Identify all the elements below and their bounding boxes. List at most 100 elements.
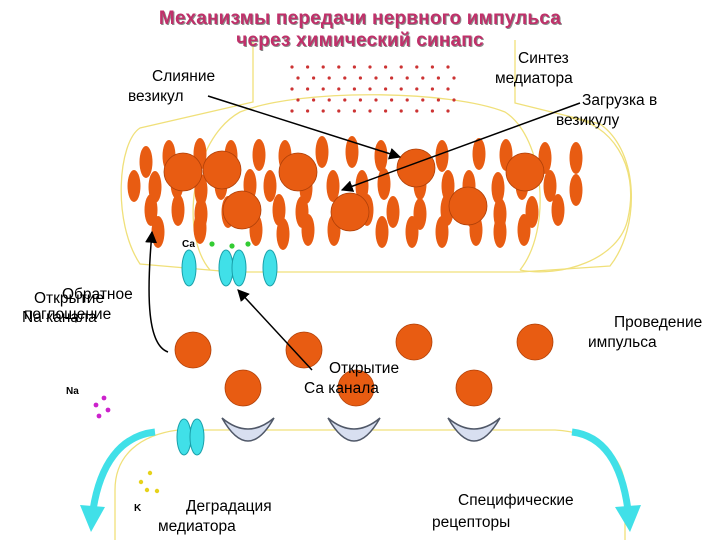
vesicle-icon: [272, 194, 286, 226]
mediator-dot: [421, 76, 425, 80]
vesicle-icon: [435, 216, 449, 248]
mediator-dot: [312, 76, 316, 80]
vesicle-icon: [171, 194, 185, 226]
na-ion-dot: [101, 395, 107, 401]
label-receptors-2: рецепторы: [432, 514, 511, 531]
fusion-arrow: [207, 95, 402, 160]
mediator-dot: [368, 109, 372, 113]
label-reuptake-2: поглощение: [24, 306, 112, 323]
mediator-dots: [290, 65, 456, 113]
na-ion-dot: [96, 413, 102, 419]
vesicle-icon: [330, 192, 370, 232]
mediator-dot: [296, 98, 300, 102]
mediator-dot: [384, 109, 388, 113]
vesicle-icon: [569, 174, 583, 206]
label-degradation-2: медиатора: [158, 518, 236, 535]
k-ion-dot: [147, 470, 153, 476]
vesicle-icon: [551, 194, 565, 226]
vesicle-icon: [455, 369, 493, 407]
mediator-dot: [290, 65, 294, 69]
label-vesicle-fusion-2: везикул: [128, 88, 184, 105]
mediator-dot: [352, 87, 356, 91]
mediator-dot: [321, 109, 325, 113]
mediator-dot: [337, 65, 341, 69]
label-mediator-synthesis-2: медиатора: [495, 70, 573, 87]
left-arrowhead: [80, 505, 105, 532]
vesicle-icon: [448, 186, 488, 226]
mediator-dot: [390, 98, 394, 102]
mediator-dot: [405, 76, 409, 80]
ca-channels: [181, 249, 278, 287]
right-arrowhead: [615, 505, 641, 532]
mediator-dot: [399, 87, 403, 91]
receptor-icon: [327, 417, 381, 442]
reuptake-arrow: [145, 230, 169, 353]
pointer-arrows: [145, 95, 581, 371]
vesicle-icon: [345, 136, 359, 168]
ion-channel-icon: [181, 249, 197, 287]
mediator-dot: [321, 87, 325, 91]
label-reuptake-1: Обратное: [62, 286, 133, 303]
label-ca-open-1: Открытие: [329, 360, 400, 377]
title-line-2: через химический синапс: [236, 30, 484, 51]
vesicle-icon: [144, 194, 158, 226]
mediator-dot: [290, 87, 294, 91]
mediator-dot: [352, 65, 356, 69]
vesicle-icon: [326, 170, 340, 202]
vesicle-icon: [505, 152, 545, 192]
vesicle-icon: [569, 142, 583, 174]
mediator-dot: [452, 76, 456, 80]
mediator-dot: [430, 109, 434, 113]
mediator-dot: [446, 87, 450, 91]
mediator-dot: [430, 87, 434, 91]
vesicle-icon: [493, 216, 507, 248]
receptor-icon: [447, 417, 501, 442]
label-vesicle-loading-2: везикулу: [556, 112, 620, 129]
mediator-dot: [405, 98, 409, 102]
ca-ion-dot: [229, 243, 235, 249]
label-mediator-synthesis-1: Синтез: [518, 50, 569, 67]
label-na-open-1: Открытие: [34, 290, 105, 307]
vesicle-icon: [517, 214, 531, 246]
vesicle-icon: [285, 331, 323, 369]
vesicle-icon: [174, 331, 212, 369]
loading-arrow: [340, 102, 581, 192]
mediator-dot: [415, 87, 419, 91]
k-ion-dot: [144, 487, 150, 493]
vesicle-icon: [396, 148, 436, 188]
mediator-dot: [399, 109, 403, 113]
vesicle-icon: [472, 138, 486, 170]
label-vesicle-loading-1: Загрузка в: [582, 92, 658, 109]
title-line-1: Механизмы передачи нервного импульса: [158, 8, 562, 29]
ion-channel-icon: [262, 249, 278, 287]
vesicle-icon: [276, 218, 290, 250]
vesicle-icon: [263, 170, 277, 202]
ca-open-arrow: [237, 289, 313, 371]
vesicle-icon: [386, 196, 400, 228]
mediator-dot: [399, 65, 403, 69]
mediator-dot: [306, 87, 310, 91]
label-degradation-1: Деградация: [186, 498, 272, 515]
na-ion-dot: [93, 402, 99, 408]
vesicle-icon: [405, 216, 419, 248]
left-flow-arrow: [89, 428, 156, 511]
mediator-dot: [390, 76, 394, 80]
ca-ion-label: Са: [182, 239, 195, 250]
na-ion-label: Na: [66, 386, 79, 397]
vesicle-icon: [491, 172, 505, 204]
k-ion-dot: [154, 488, 160, 494]
k-ion-label: K: [134, 503, 142, 514]
mediator-dot: [374, 98, 378, 102]
mediator-dot: [415, 109, 419, 113]
mediator-dot: [327, 76, 331, 80]
flow-arrows: [89, 428, 632, 511]
vesicle-icon: [151, 216, 165, 248]
mediator-dot: [306, 109, 310, 113]
label-impulse-1: Проведение: [614, 314, 703, 331]
vesicle-icon: [315, 136, 329, 168]
mediator-dot: [312, 98, 316, 102]
mediator-dot: [384, 87, 388, 91]
vesicle-icon: [543, 170, 557, 202]
na-channels: [176, 418, 205, 456]
